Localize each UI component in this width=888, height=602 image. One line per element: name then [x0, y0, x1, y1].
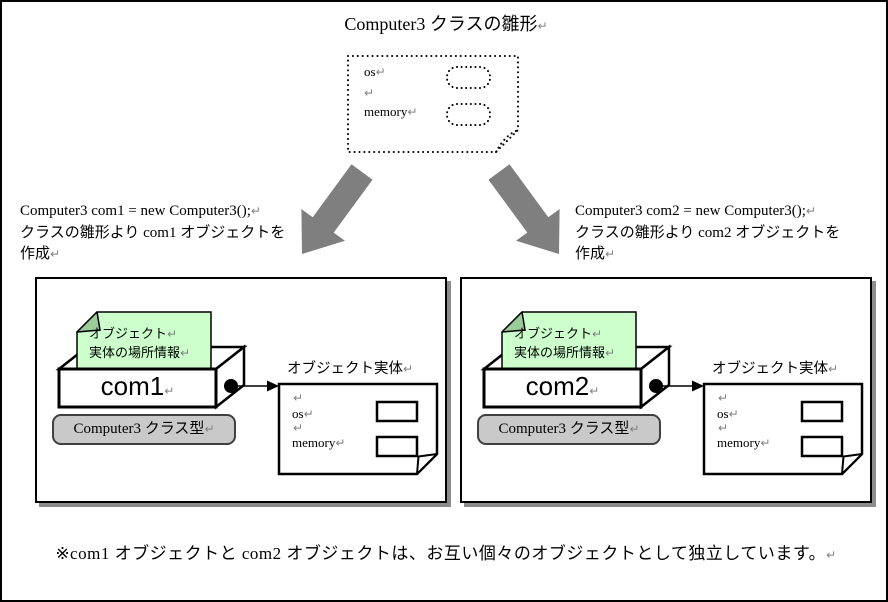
panel-graphics	[480, 311, 864, 476]
line-break-icon: ↵	[589, 384, 600, 398]
dotted-template-shape	[347, 55, 519, 153]
class-template-box: os↵ ↵ memory↵	[345, 53, 521, 155]
note-line-1: オブジェクト↵	[514, 326, 603, 341]
note-line-2: 実体の場所情報↵	[89, 345, 191, 360]
variable-name-label: com1↵	[100, 371, 175, 401]
type-badge: Computer3 クラス型↵	[52, 414, 236, 445]
code-line: Computer3 com1 = new Computer3();↵	[20, 203, 261, 219]
variable-name-label: com2↵	[525, 371, 600, 401]
line-break-icon: ↵	[164, 384, 175, 398]
dotted-field-slot-os	[446, 66, 491, 89]
branch-text-com1: Computer3 com1 = new Computer3();↵ クラスの雛…	[20, 201, 285, 266]
line-break-icon: ↵	[728, 407, 739, 421]
line-break-icon: ↵	[828, 362, 839, 376]
template-field-memory: memory↵	[364, 104, 418, 119]
object-panel-com1: オブジェクト↵ 実体の場所情報↵ com1↵ Computer3 クラス型↵ オ…	[35, 277, 447, 503]
dotted-folded-corner	[495, 129, 519, 153]
document-folded-corner	[841, 453, 863, 475]
instantiation-arrows	[301, 164, 560, 254]
reference-dot-icon	[649, 379, 663, 393]
reference-arrowhead-icon	[692, 380, 704, 392]
line-break-icon: ↵	[805, 204, 816, 218]
blank-line-mark: ↵	[293, 421, 304, 435]
line-break-icon: ↵	[537, 19, 548, 33]
code-line: Computer3 com2 = new Computer3();↵	[575, 203, 816, 219]
field-value-box-memory	[375, 435, 419, 458]
line-break-icon: ↵	[167, 327, 178, 341]
field-value-box-os	[800, 400, 844, 423]
entity-field-memory: memory↵	[292, 435, 346, 450]
line-break-icon: ↵	[250, 204, 261, 218]
line-break-icon: ↵	[407, 105, 418, 119]
dotted-field-slot-memory	[446, 103, 491, 126]
line-break-icon: ↵	[760, 436, 771, 450]
blank-line-mark: ↵	[293, 391, 304, 405]
desc-line-1: クラスの雛形より com2 オブジェクトを	[575, 224, 841, 241]
line-break-icon: ↵	[180, 346, 191, 360]
page-title: Computer3 クラスの雛形↵	[344, 14, 548, 34]
line-break-icon: ↵	[629, 422, 640, 436]
line-break-icon: ↵	[403, 362, 414, 376]
line-break-icon: ↵	[204, 422, 215, 436]
blank-line-mark: ↵	[718, 421, 729, 435]
type-badge: Computer3 クラス型↵	[477, 414, 661, 445]
line-break-icon: ↵	[50, 247, 61, 261]
note-line-2: 実体の場所情報↵	[514, 345, 616, 360]
document-folded-corner	[416, 453, 438, 475]
reference-dot-icon	[224, 379, 238, 393]
entity-title: オブジェクト実体↵	[287, 361, 414, 377]
note-line-1: オブジェクト↵	[89, 326, 178, 341]
dotted-document-outline	[347, 55, 519, 153]
entity-field-os: os↵	[292, 406, 314, 421]
field-value-box-memory	[800, 435, 844, 458]
note-fold-corner	[76, 311, 101, 333]
field-value-box-os	[375, 400, 419, 423]
desc-line-2: 作成↵	[20, 246, 61, 262]
line-break-icon: ↵	[335, 436, 346, 450]
object-panel-com2: オブジェクト↵ 実体の場所情報↵ com2↵ Computer3 クラス型↵ オ…	[460, 277, 872, 503]
entity-title: オブジェクト実体↵	[712, 361, 839, 377]
blank-line-mark: ↵	[718, 391, 729, 405]
note-fold-corner	[501, 311, 526, 333]
line-break-icon: ↵	[826, 548, 837, 562]
footnote: ※com1 オブジェクトと com2 オブジェクトは、お互い個々のオブジェクトと…	[55, 544, 837, 563]
big-arrow-down-right-icon	[488, 164, 560, 254]
line-break-icon: ↵	[375, 65, 386, 79]
line-break-icon: ↵	[592, 327, 603, 341]
box-front-face	[57, 367, 218, 409]
box-front-face	[482, 367, 643, 409]
line-break-icon: ↵	[303, 407, 314, 421]
entity-field-memory: memory↵	[717, 435, 771, 450]
line-break-icon: ↵	[605, 346, 616, 360]
panel-graphics	[55, 311, 439, 476]
reference-arrowhead-icon	[267, 380, 279, 392]
desc-line-1: クラスの雛形より com1 オブジェクトを	[20, 224, 286, 241]
blank-line-mark: ↵	[364, 86, 375, 100]
branch-text-com2: Computer3 com2 = new Computer3();↵ クラスの雛…	[575, 201, 840, 266]
entity-field-os: os↵	[717, 406, 739, 421]
desc-line-2: 作成↵	[575, 246, 616, 262]
big-arrow-down-left-icon	[301, 164, 373, 254]
template-field-os: os↵	[364, 64, 386, 79]
line-break-icon: ↵	[605, 247, 616, 261]
